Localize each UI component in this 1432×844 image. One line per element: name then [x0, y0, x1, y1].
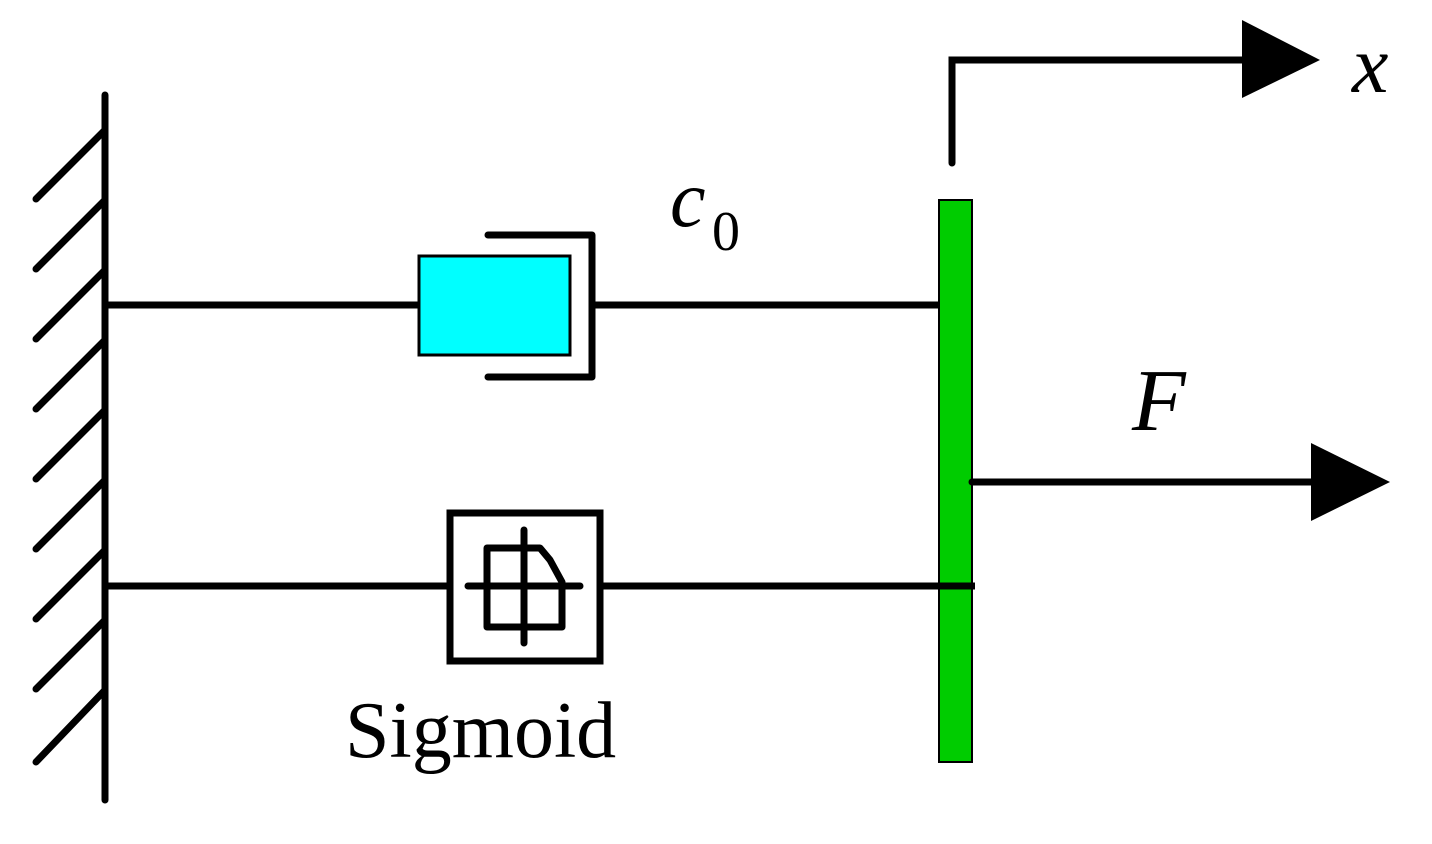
- displacement-arrow: [948, 20, 1320, 167]
- damper-branch: [105, 231, 940, 381]
- force-label: F: [1131, 353, 1187, 450]
- x-axis-label: x: [1351, 19, 1388, 110]
- damping-coefficient-label: c: [670, 156, 706, 244]
- displacement-arrow-line: [948, 56, 1254, 167]
- damper-piston: [417, 254, 572, 357]
- sigmoid-branch: [105, 509, 975, 665]
- mass-plate: [938, 199, 973, 763]
- fixed-wall: [32, 91, 109, 804]
- force-arrow: [968, 443, 1390, 521]
- sigmoid-label: Sigmoid: [345, 687, 616, 775]
- displacement-arrowhead: [1242, 20, 1320, 98]
- wall-hatching: [32, 126, 109, 766]
- sigmoid-element-icon: [464, 526, 584, 647]
- damping-symbol: c: [670, 156, 706, 244]
- force-arrowhead: [1311, 443, 1390, 521]
- damping-subscript: 0: [712, 201, 740, 263]
